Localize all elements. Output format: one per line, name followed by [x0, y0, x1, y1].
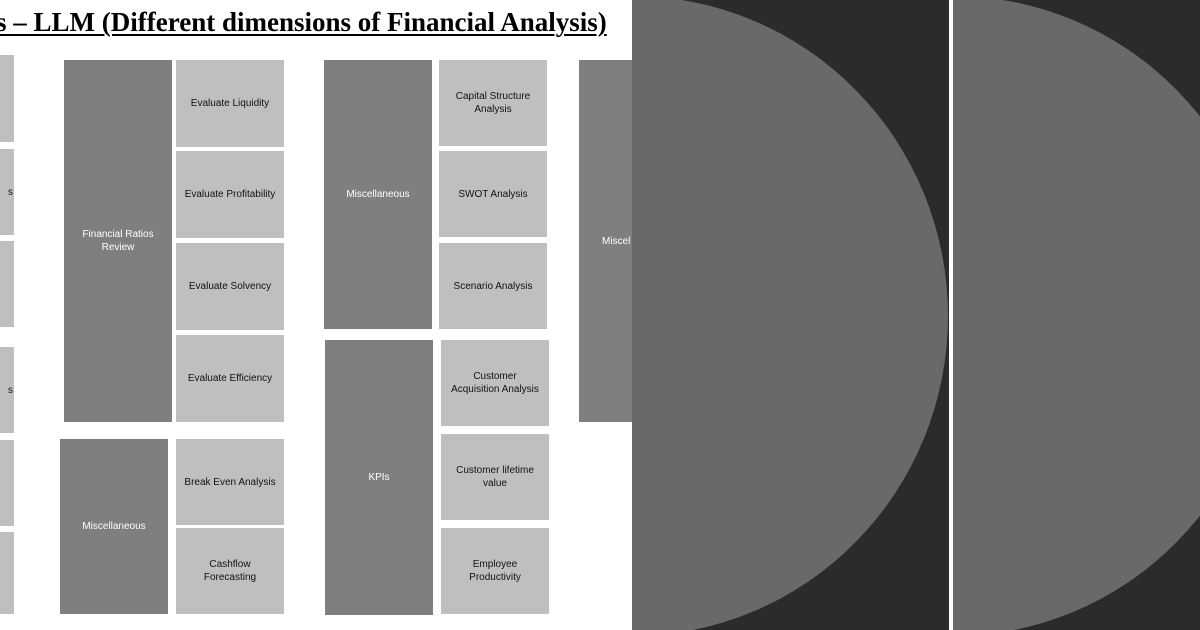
item-scenario-analysis: Scenario Analysis	[439, 243, 547, 329]
partial-label: s	[8, 384, 13, 396]
half-circle-shape	[953, 0, 1200, 630]
item-evaluate-efficiency: Evaluate Efficiency	[176, 335, 284, 422]
category-financial-ratios-review: Financial Ratios Review	[64, 60, 172, 422]
slide-preview: s – LLM (Different dimensions of Financi…	[0, 7, 632, 615]
item-capital-structure-analysis: Capital Structure Analysis	[439, 60, 547, 146]
dark-panel-2	[953, 0, 1200, 630]
item-cashflow-forecasting: Cashflow Forecasting	[176, 528, 284, 614]
item-swot-analysis: SWOT Analysis	[439, 151, 547, 237]
category-miscellaneous: Miscellaneous	[324, 60, 432, 329]
partial-item-box	[0, 241, 14, 327]
category-miscellaneous-partial: Miscel	[579, 60, 632, 422]
item-customer-acquisition-analysis: Customer Acquisition Analysis	[441, 340, 549, 426]
partial-item-box	[0, 532, 14, 614]
dark-panel-1	[632, 0, 949, 630]
slide-title: s – LLM (Different dimensions of Financi…	[0, 7, 607, 37]
category-miscellaneous: Miscellaneous	[60, 439, 168, 614]
partial-item-box	[0, 55, 14, 142]
partial-label: s	[8, 186, 13, 198]
item-break-even-analysis: Break Even Analysis	[176, 439, 284, 525]
partial-item-box	[0, 440, 14, 526]
partial-item-box: s	[0, 149, 14, 235]
category-kpis: KPIs	[325, 340, 433, 615]
item-evaluate-profitability: Evaluate Profitability	[176, 151, 284, 238]
item-customer-lifetime-value: Customer lifetime value	[441, 434, 549, 520]
partial-item-box: s	[0, 347, 14, 433]
half-circle-shape	[632, 0, 948, 630]
item-employee-productivity: Employee Productivity	[441, 528, 549, 614]
panel-divider	[949, 0, 953, 630]
item-evaluate-liquidity: Evaluate Liquidity	[176, 60, 284, 147]
item-evaluate-solvency: Evaluate Solvency	[176, 243, 284, 330]
